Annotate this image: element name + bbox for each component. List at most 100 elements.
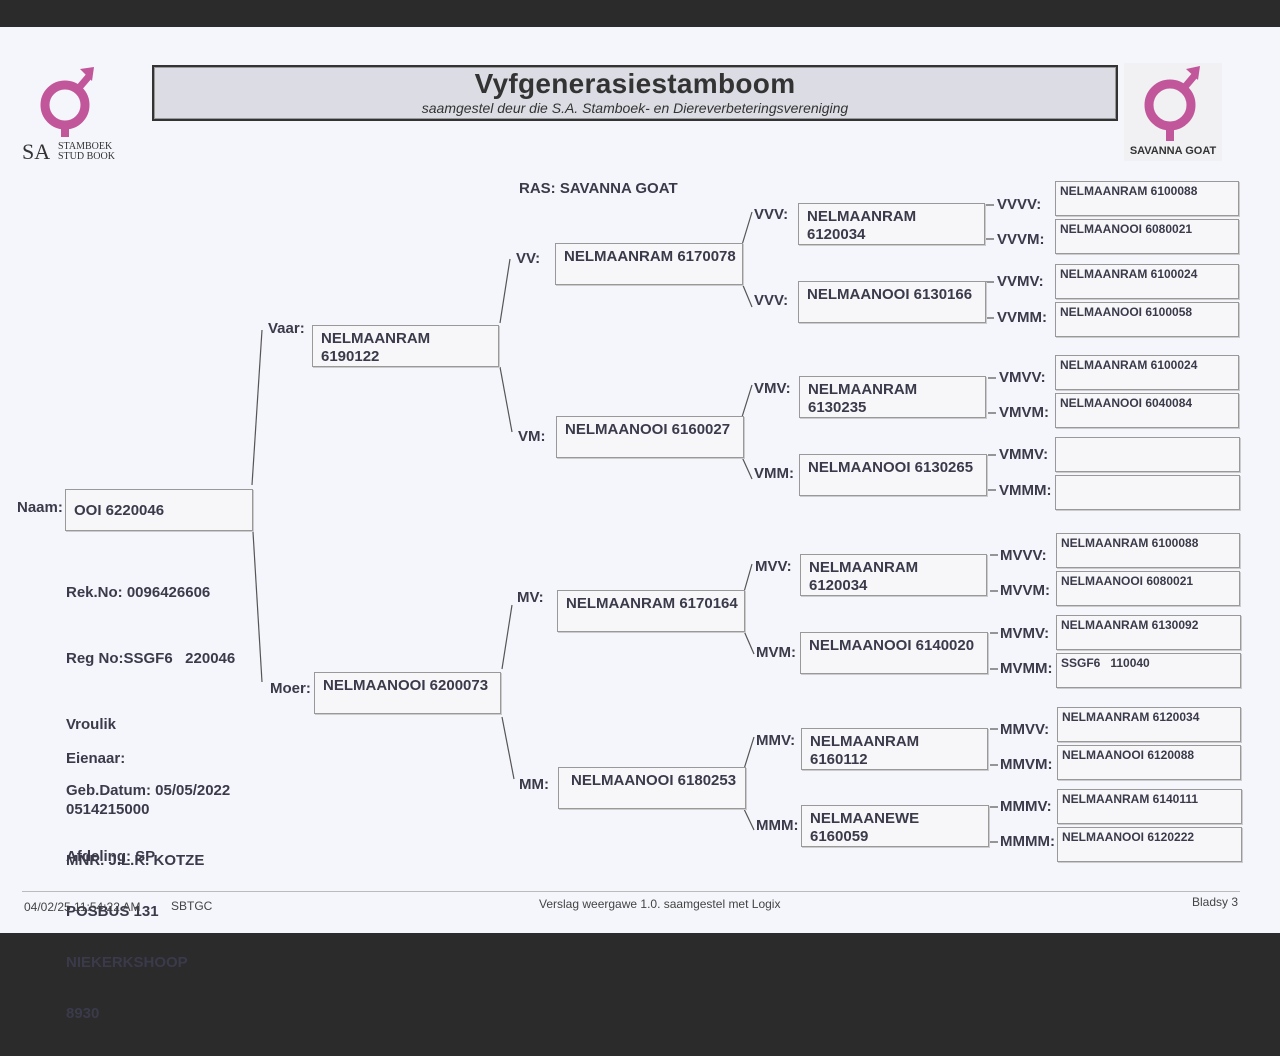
vvmv-label: VVMV: <box>997 273 1044 290</box>
vvmv-name: NELMAANRAM 6100024 <box>1060 267 1198 281</box>
owner-name: MNR. J.L.K. KOTZE <box>66 852 205 869</box>
afdeling: Afdeling: SP <box>66 848 156 865</box>
mmm-label: MMM: <box>756 817 799 834</box>
footer-datetime: 04/02/25 11:54:22 AM <box>24 900 141 914</box>
vmmm-box <box>1055 475 1240 510</box>
mvvv-label: MVVV: <box>1000 547 1047 564</box>
logo-sa-text: SA <box>22 139 51 164</box>
mmv-box: NELMAANRAM 6160112 <box>801 728 988 770</box>
vvm-label: VVV: <box>754 292 789 309</box>
savanna-goat-logo: SAVANNA GOAT <box>1124 63 1222 161</box>
mvv-box: NELMAANRAM 6120034 <box>800 554 987 596</box>
vmv-box: NELMAANRAM 6130235 <box>799 376 986 418</box>
vvm-name: NELMAANOOI 6130166 <box>807 286 973 303</box>
owner-label: Eienaar: <box>66 750 126 767</box>
vaar-label: Vaar: <box>268 320 305 337</box>
vvm-box: NELMAANOOI 6130166 <box>798 281 986 323</box>
vmvv-box: NELMAANRAM 6100024 <box>1055 355 1239 390</box>
vmm-box: NELMAANOOI 6130265 <box>799 454 987 496</box>
mmvv-label: MMVV: <box>1000 721 1050 738</box>
owner-address2: NIEKERKSHOOP <box>66 954 188 971</box>
mvvv-name: NELMAANRAM 6100088 <box>1061 536 1199 550</box>
mmvm-label: MMVM: <box>1000 756 1053 773</box>
vmmv-box <box>1055 437 1240 472</box>
mmm-box: NELMAANEWE 6160059 <box>801 805 989 847</box>
mmmm-name: NELMAANOOI 6120222 <box>1062 830 1195 844</box>
pedigree-document: SA STAMBOEK STUD BOOK Vyfgenerasiestambo… <box>0 27 1280 1022</box>
mvvm-name: NELMAANOOI 6080021 <box>1061 574 1194 588</box>
mvvv-box: NELMAANRAM 6100088 <box>1056 533 1240 568</box>
mvv-label: MVV: <box>755 558 792 575</box>
mmmv-label: MMMV: <box>1000 798 1052 815</box>
vmvv-label: VMVV: <box>999 369 1046 386</box>
owner-postcode: 8930 <box>66 1005 100 1022</box>
mvv-name: NELMAANRAM 6120034 <box>809 559 919 594</box>
mvmv-name: NELMAANRAM 6130092 <box>1061 618 1199 632</box>
vvv-box: NELMAANRAM 6120034 <box>798 203 985 245</box>
mvmv-box: NELMAANRAM 6130092 <box>1056 615 1241 650</box>
mv-box: NELMAANRAM 6170164 <box>557 590 745 632</box>
female-symbol-icon <box>40 67 94 137</box>
vvvm-label: VVVM: <box>997 231 1045 248</box>
mm-box: NELMAANOOI 6180253 <box>558 767 746 809</box>
mvm-label: MVM: <box>756 644 796 661</box>
mv-label: MV: <box>517 589 544 606</box>
mmmm-box: NELMAANOOI 6120222 <box>1057 827 1242 862</box>
animal-name-box: OOI 6220046 <box>65 489 253 531</box>
moer-label: Moer: <box>270 680 311 697</box>
vmv-name: NELMAANRAM 6130235 <box>808 381 918 416</box>
vmvm-name: NELMAANOOI 6040084 <box>1060 396 1193 410</box>
owner-block: Eienaar: 0514215000 MNR. J.L.K. KOTZE PO… <box>66 716 204 1056</box>
mm-label: MM: <box>519 776 549 793</box>
sire-name: NELMAANRAM 6190122 <box>321 330 431 365</box>
mmmv-box: NELMAANRAM 6140111 <box>1057 789 1242 824</box>
vm-label: VM: <box>518 428 546 445</box>
vvmm-label: VVMM: <box>997 309 1047 326</box>
rek-no: Rek.No: 0096426606 <box>66 584 211 601</box>
logo-savanna-caption: SAVANNA GOAT <box>1129 145 1217 157</box>
vmmm-label: VMMM: <box>999 482 1052 499</box>
title-banner: Vyfgenerasiestamboom saamgestel deur die… <box>152 65 1118 121</box>
pedigree-connector-lines <box>251 204 998 843</box>
page-subtitle: saamgestel deur die S.A. Stamboek- en Di… <box>421 100 849 116</box>
footer-page: Bladsy 3 <box>1192 895 1239 909</box>
mvmm-label: MVMM: <box>1000 660 1053 677</box>
vvvv-box: NELMAANRAM 6100088 <box>1055 181 1239 216</box>
logo-studbook-text: STUD BOOK <box>58 151 115 162</box>
vmmv-label: VMMV: <box>999 446 1049 463</box>
mmvm-name: NELMAANOOI 6120088 <box>1062 748 1195 762</box>
vvmm-name: NELMAANOOI 6100058 <box>1060 305 1193 319</box>
vvvm-box: NELMAANOOI 6080021 <box>1055 219 1239 254</box>
vv-label: VV: <box>516 250 541 267</box>
vmvm-box: NELMAANOOI 6040084 <box>1055 393 1239 428</box>
dam-box: NELMAANOOI 6200073 <box>314 672 501 714</box>
animal-name: OOI 6220046 <box>74 502 165 519</box>
vm-box: NELMAANOOI 6160027 <box>556 416 744 458</box>
vvmv-box: NELMAANRAM 6100024 <box>1055 264 1239 299</box>
owner-address1: POSBUS 131 <box>66 903 159 920</box>
footer-divider <box>22 891 1240 892</box>
vmv-label: VMV: <box>754 380 791 397</box>
breed-label: RAS: SAVANNA GOAT <box>519 180 678 197</box>
mvmm-name: SSGF6 110040 <box>1061 656 1150 670</box>
mmv-label: MMV: <box>756 732 796 749</box>
owner-phone: 0514215000 <box>66 801 150 818</box>
mmvv-name: NELMAANRAM 6120034 <box>1062 710 1200 724</box>
vv-box: NELMAANRAM 6170078 <box>555 243 743 285</box>
vvvv-name: NELMAANRAM 6100088 <box>1060 184 1198 198</box>
dam-name: NELMAANOOI 6200073 <box>323 677 489 694</box>
vmvv-name: NELMAANRAM 6100024 <box>1060 358 1198 372</box>
vvv-label: VVV: <box>754 206 789 223</box>
sire-box: NELMAANRAM 6190122 <box>312 325 499 367</box>
vv-name: NELMAANRAM 6170078 <box>564 248 736 265</box>
mv-name: NELMAANRAM 6170164 <box>566 595 738 612</box>
mvvm-label: MVVM: <box>1000 582 1050 599</box>
vmvm-label: VMVM: <box>999 404 1049 421</box>
sex: Vroulik <box>66 716 117 733</box>
naam-label: Naam: <box>17 499 63 516</box>
mmvv-box: NELMAANRAM 6120034 <box>1057 707 1241 742</box>
birth-date: Geb.Datum: 05/05/2022 <box>66 782 231 799</box>
vmm-name: NELMAANOOI 6130265 <box>808 459 974 476</box>
vvvv-label: VVVV: <box>997 196 1042 213</box>
vm-name: NELMAANOOI 6160027 <box>565 421 731 438</box>
